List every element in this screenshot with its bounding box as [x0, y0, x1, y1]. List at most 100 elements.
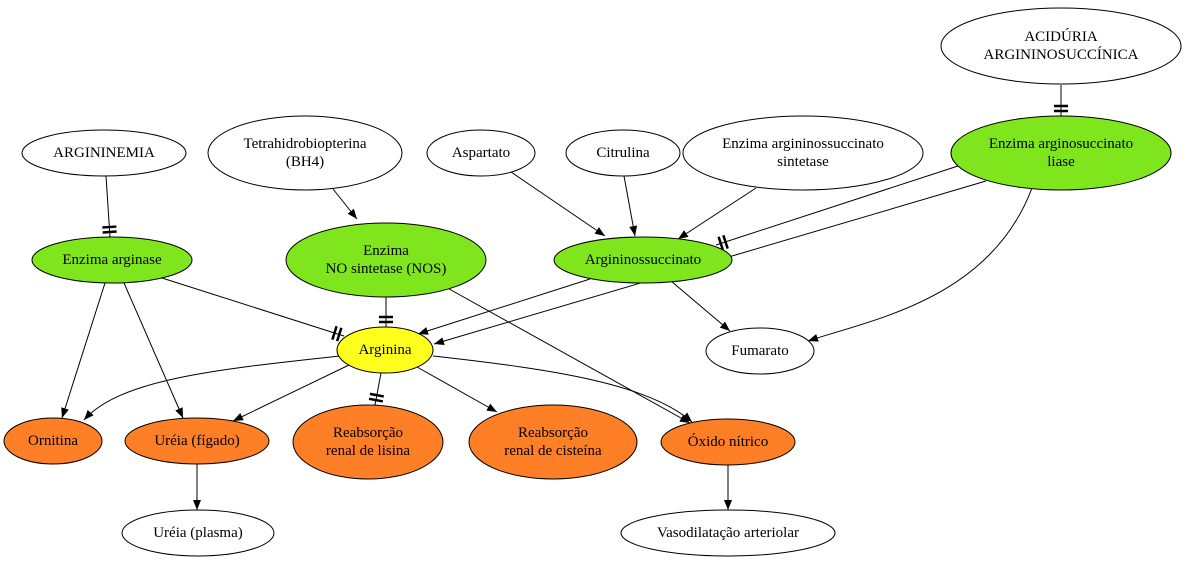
node-label: Fumarato	[731, 343, 789, 359]
node-shape	[426, 129, 536, 177]
edge-line	[510, 171, 606, 237]
node-shape	[660, 418, 796, 466]
node-shape	[705, 327, 815, 375]
edge-arginina-to-ureia_f	[232, 364, 350, 422]
edge-line	[232, 364, 350, 422]
node-label: Uréia (fígado)	[154, 433, 239, 449]
node-shape	[285, 222, 487, 298]
inhibition-bar	[102, 230, 117, 234]
node-label: Uréia (plasma)	[153, 525, 243, 541]
edge-nos-to-oxido	[441, 284, 691, 424]
node-arginemia: ARGININEMIA	[21, 129, 187, 177]
edge-arginase-to-ureia_f	[123, 282, 184, 419]
node-ornitina: Ornitina	[3, 417, 103, 465]
node-label: Óxido nítrico	[688, 433, 768, 450]
node-shape	[950, 115, 1172, 191]
edge-arginase-to-arginina	[161, 277, 345, 342]
edge-arginase-to-ornitina	[61, 282, 106, 419]
node-label: (BH4)	[286, 154, 324, 170]
edge-argsucc-to-fumarato	[670, 280, 731, 332]
node-label: renal de lisina	[326, 443, 410, 459]
node-bh4: Tetrahidrobiopterina (BH4)	[207, 115, 403, 191]
node-shape	[31, 236, 193, 284]
edge-line	[670, 280, 731, 332]
node-label: Reabsorção	[333, 425, 403, 441]
node-label: Citrulina	[596, 145, 650, 161]
inhibition-bar	[717, 236, 725, 251]
node-label: Arginina	[358, 342, 411, 358]
node-label: renal de cisteína	[504, 443, 602, 459]
node-nos: Enzima NO sintetase (NOS)	[285, 222, 487, 298]
edge-arginemia-to-arginase	[102, 175, 117, 238]
edge-line	[677, 187, 757, 240]
edge-aspartato-to-argsucc	[510, 171, 606, 237]
node-shape	[682, 115, 924, 191]
edge-line	[417, 278, 591, 335]
edge-nos-to-arginina	[379, 297, 393, 327]
edge-line	[61, 282, 106, 419]
node-shape	[124, 417, 270, 465]
inhibition-bar	[722, 234, 729, 249]
edge-line	[416, 366, 498, 413]
edge-sintetase-to-argsucc	[677, 187, 757, 240]
edge-argsucc-to-arginina	[417, 278, 591, 335]
edge-arginina-to-ornitina	[83, 355, 341, 421]
edge-bh4-to-nos	[332, 188, 358, 220]
node-label: Enzima arginase	[62, 252, 162, 268]
edge-liase-to-fumarato	[807, 187, 1033, 342]
node-label: NO sintetase (NOS)	[326, 261, 447, 277]
inhibition-bar	[369, 392, 384, 398]
node-label: Ornitina	[28, 433, 78, 449]
node-shape	[468, 404, 638, 480]
node-lisina: Reabsorção renal de lisina	[292, 404, 444, 480]
node-fumarato: Fumarato	[705, 327, 815, 375]
edge-citrulina-to-argsucc	[623, 175, 638, 237]
node-shape	[565, 129, 681, 177]
node-shape	[620, 509, 836, 557]
node-vaso: Vasodilatação arteriolar	[620, 509, 836, 557]
edge-line	[432, 355, 693, 423]
edge-arginina-to-oxido	[432, 355, 693, 423]
node-label: ARGININOSUCCÍNICA	[983, 46, 1138, 63]
edge-line	[623, 175, 638, 237]
node-label: Enzima arginosuccinato	[989, 136, 1133, 152]
edge-line	[83, 355, 341, 421]
node-oxido: Óxido nítrico	[660, 418, 796, 466]
node-label: Enzima	[363, 243, 409, 259]
inhibition-bar	[368, 397, 384, 403]
inhibition-bar	[102, 225, 117, 229]
node-arginase: Enzima arginase	[31, 236, 193, 284]
node-label: ARGININEMIA	[53, 145, 155, 161]
node-shape	[21, 129, 187, 177]
node-shape	[121, 509, 275, 557]
edge-arginina-to-cisteina	[416, 366, 498, 413]
edge-liase-to-argsucc	[715, 165, 959, 251]
node-ureia-f: Uréia (fígado)	[124, 417, 270, 465]
node-argsucc: Argininossuccinato	[553, 236, 733, 284]
node-label: Vasodilatação arteriolar	[657, 525, 799, 541]
edge-line	[441, 284, 691, 424]
node-shape	[336, 326, 434, 374]
edge-acid-to-liase	[1054, 85, 1068, 116]
edge-line	[161, 277, 345, 337]
node-aspartato: Aspartato	[426, 129, 536, 177]
node-shape	[553, 236, 733, 284]
node-shape	[207, 115, 403, 191]
node-label: Tetrahidrobiopterina	[243, 136, 366, 152]
inhibition-bar	[331, 325, 338, 341]
inhibition-bar	[335, 327, 343, 342]
node-label: sintetase	[777, 154, 829, 170]
edge-line	[332, 188, 358, 220]
node-shape	[3, 417, 103, 465]
node-arginina: Arginina	[336, 326, 434, 374]
node-ureia-p: Uréia (plasma)	[121, 509, 275, 557]
node-citrulina: Citrulina	[565, 129, 681, 177]
node-label: Aspartato	[452, 145, 510, 161]
node-label: Argininossuccinato	[585, 252, 701, 268]
